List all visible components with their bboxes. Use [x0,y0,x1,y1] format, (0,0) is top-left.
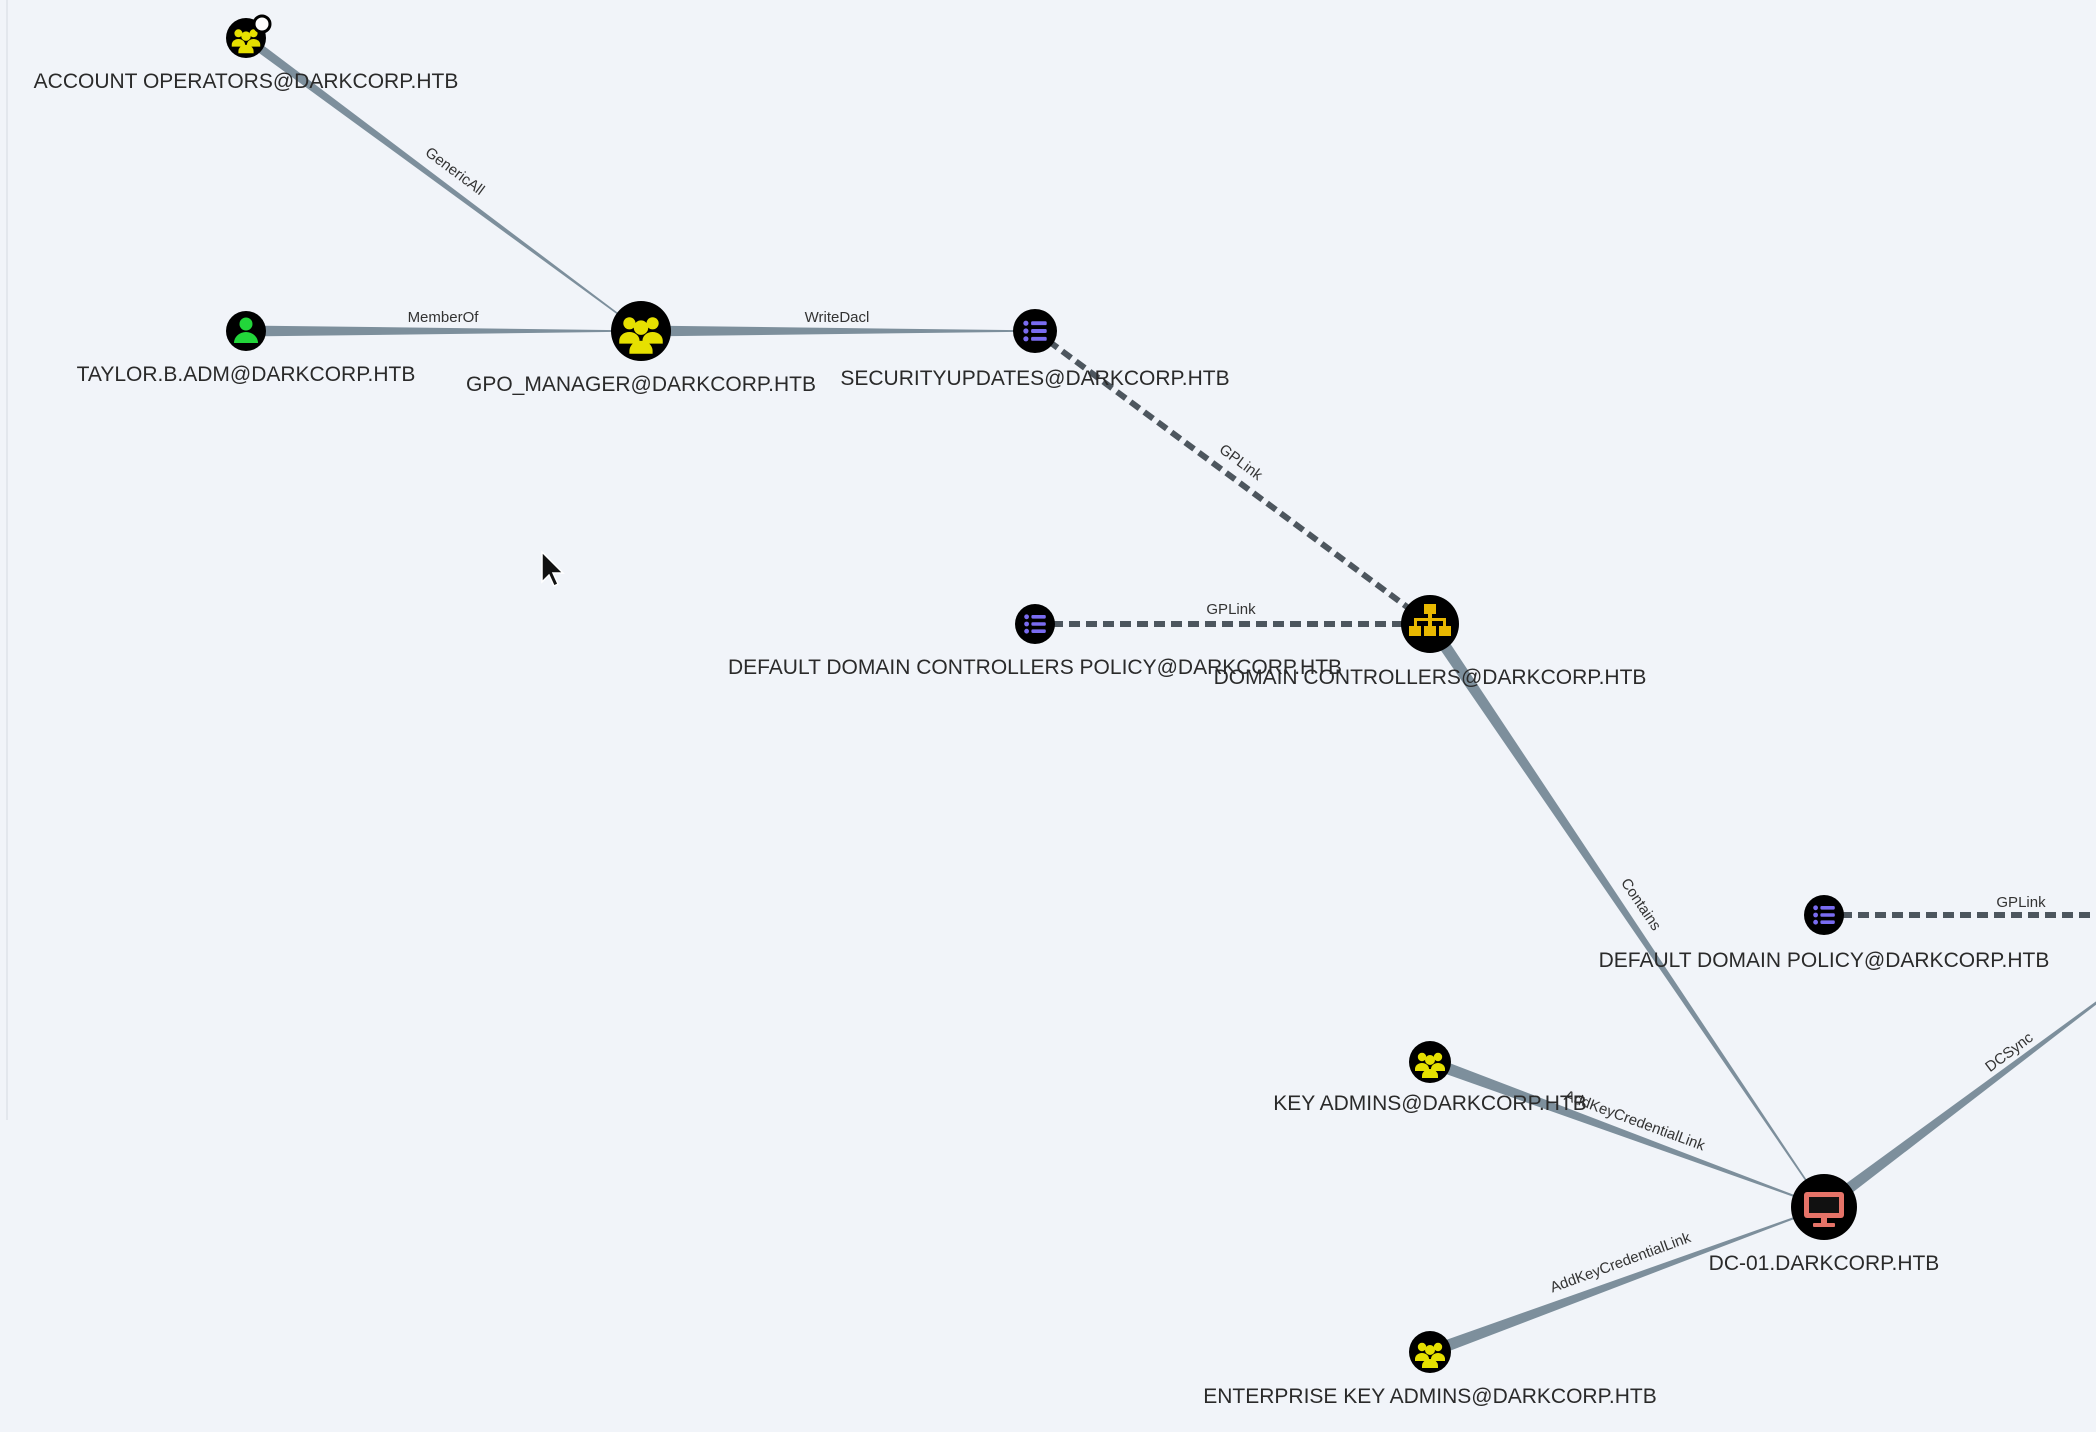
gpo-icon [1023,320,1047,342]
canvas-left-border [6,0,8,1120]
node-label-default-domain-policy: DEFAULT DOMAIN POLICY@DARKCORP.HTB [1599,949,2050,972]
node-label-dc01: DC-01.DARKCORP.HTB [1709,1252,1940,1275]
node-account-operators[interactable] [226,14,272,58]
edge-contains[interactable] [1425,620,1825,1208]
node-key-admins[interactable] [1409,1041,1451,1083]
edge-gplink-securityupdates[interactable] [1033,328,1432,627]
node-securityupdates[interactable] [1013,309,1057,353]
node-enterprise-key-admins[interactable] [1409,1331,1451,1373]
node-label-taylor: TAYLOR.B.ADM@DARKCORP.HTB [77,363,416,386]
node-default-domain-policy[interactable] [1804,895,1844,935]
mouse-cursor-icon [541,550,565,588]
node-label-gpo-manager: GPO_MANAGER@DARKCORP.HTB [466,373,816,396]
node-domain-controllers[interactable] [1401,595,1459,653]
edge-label-gplink-2: GPLink [1206,601,1256,618]
edge-generic-all[interactable] [243,34,642,332]
ou-icon [1409,604,1451,636]
node-label-domain-controllers: DOMAIN CONTROLLERS@DARKCORP.HTB [1214,666,1647,689]
node-label-account-operators: ACCOUNT OPERATORS@DARKCORP.HTB [34,70,459,93]
node-taylor[interactable] [226,311,266,351]
edge-label-member-of: MemberOf [408,309,480,326]
node-dc01[interactable] [1791,1174,1857,1240]
owned-badge-icon [252,14,272,34]
edge-label-gplink-3: GPLink [1996,894,2046,911]
user-icon [234,317,258,343]
computer-icon [1804,1192,1844,1227]
gpo-icon [1024,614,1046,634]
edge-member-of[interactable] [246,325,641,337]
node-label-ddc-policy: DEFAULT DOMAIN CONTROLLERS POLICY@DARKCO… [728,656,1342,679]
edge-write-dacl[interactable] [641,325,1035,337]
node-label-key-admins: KEY ADMINS@DARKCORP.HTB [1273,1092,1586,1115]
node-gpo-manager[interactable] [611,301,671,361]
node-label-securityupdates: SECURITYUPDATES@DARKCORP.HTB [840,367,1229,390]
edge-addkey-enterprise-key-admins[interactable] [1427,1206,1825,1358]
edge-label-contains: Contains [1617,875,1664,934]
edge-label-write-dacl: WriteDacl [805,309,870,326]
edge-addkey-key-admins[interactable] [1427,1056,1825,1208]
node-label-enterprise-key-admins: ENTERPRISE KEY ADMINS@DARKCORP.HTB [1203,1385,1656,1408]
edge-dcsync[interactable] [1820,970,2096,1212]
gpo-icon [1813,905,1835,925]
edge-label-gplink-1: GPLink [1216,441,1266,484]
node-ddc-policy[interactable] [1015,604,1055,644]
